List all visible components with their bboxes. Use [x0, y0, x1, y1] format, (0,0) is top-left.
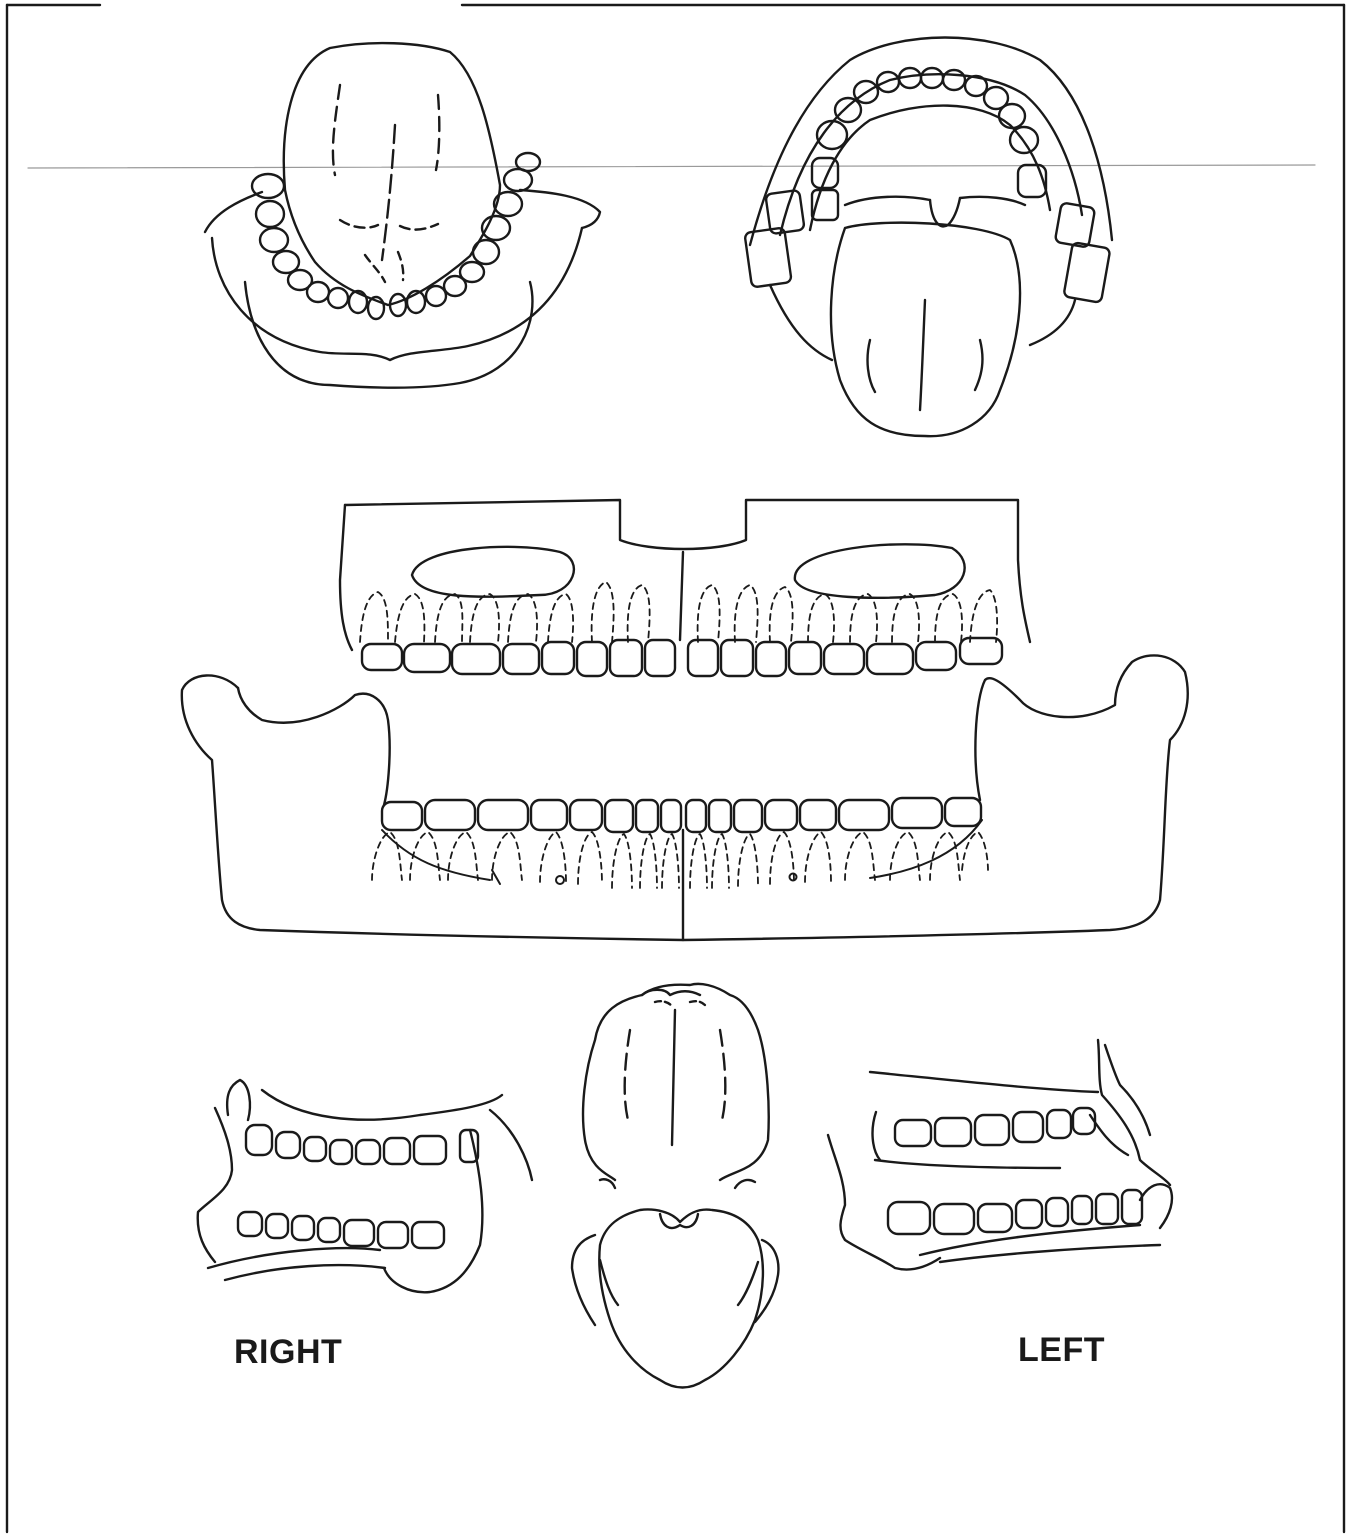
lower-arch-occlusal-view [205, 43, 600, 388]
mandible-outline [182, 655, 1188, 940]
upper-arch-open-mouth-view [744, 38, 1112, 437]
right-lateral-teeth [238, 1125, 478, 1248]
tongue-ventral-outline [599, 1210, 763, 1388]
tongue-outline [831, 223, 1020, 437]
maxillary-sinus-right [412, 547, 574, 597]
tongue-views [572, 984, 778, 1388]
upper-tooth-roots [360, 582, 997, 642]
page-border [7, 5, 1344, 1532]
uvula [930, 198, 960, 226]
lower-arch-teeth [252, 153, 540, 319]
upper-arch-teeth [744, 68, 1110, 303]
lower-tooth-roots [372, 832, 988, 888]
upper-teeth-crowns [362, 638, 1002, 676]
left-lateral-teeth [888, 1108, 1142, 1234]
scan-line [28, 165, 1315, 168]
maxillary-sinus-left [795, 544, 965, 597]
right-side-label: RIGHT [234, 1333, 342, 1372]
left-lateral-view [828, 1040, 1172, 1270]
left-side-label: LEFT [1018, 1331, 1105, 1370]
right-lateral-view [198, 1080, 532, 1292]
panoramic-frontal-view [182, 500, 1188, 940]
lower-teeth-crowns [382, 798, 981, 832]
